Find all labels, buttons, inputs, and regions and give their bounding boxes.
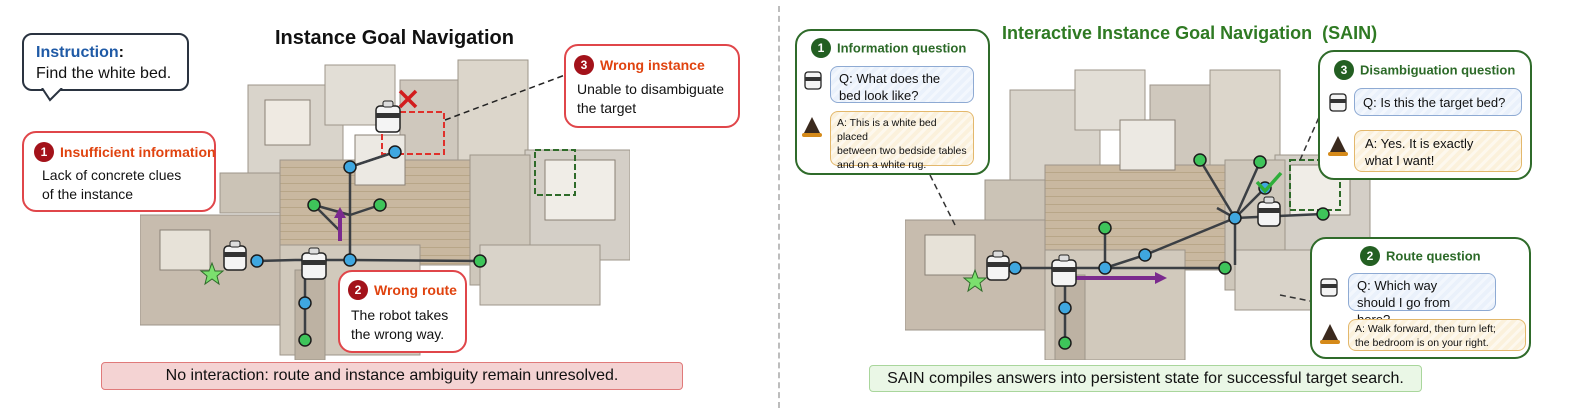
question-line: bed look like? <box>839 88 919 103</box>
answer-line: A: Yes. It is exactly <box>1365 136 1474 151</box>
callout-information-question: 1 Information question Q: What does the b… <box>795 29 990 175</box>
answer-line: what I want! <box>1365 153 1435 168</box>
right-title: Interactive Instance Goal Navigation (SA… <box>1002 23 1378 43</box>
answer-line: A: This is a white bed placed <box>837 117 937 143</box>
question-bubble: Q: Is this the target bed? <box>1354 88 1522 116</box>
panel-divider <box>778 6 780 408</box>
callout-body-line: The robot takes <box>351 307 449 323</box>
question-line: Q: What does the <box>839 71 941 86</box>
callout-number: 3 <box>574 55 594 75</box>
question-bubble: Q: What does the bed look like? <box>830 66 974 103</box>
oracle-wizard-icon-band <box>802 133 822 137</box>
right-summary-banner: SAIN compiles answers into persistent st… <box>869 365 1422 392</box>
oracle-wizard-icon-band <box>1320 340 1340 344</box>
callout-title: Insufficient information <box>60 144 216 160</box>
callout-body-line: Lack of concrete clues <box>42 167 182 183</box>
callout-body-line: the target <box>577 100 637 116</box>
instruction-label: Instruction <box>36 44 119 61</box>
instruction-bubble-tail <box>41 88 63 102</box>
instruction-text: Find the white bed. <box>36 65 172 82</box>
robot-icon <box>301 247 327 280</box>
oracle-wizard-icon <box>1329 136 1347 154</box>
callout-title: Information question <box>837 40 967 56</box>
question-line: Q: Is this the target bed? <box>1363 95 1506 110</box>
oracle-wizard-icon-band <box>1328 152 1348 156</box>
question-bubble: Q: Which way should I go from here? <box>1348 273 1496 327</box>
left-title: Instance Goal Navigation <box>275 27 514 49</box>
callout-wrong-instance: 3 Wrong instance Unable to disambiguate t… <box>564 44 740 128</box>
answer-line: A: Walk forward, then turn left; <box>1355 323 1496 335</box>
callout-disambiguation-question: 3 Disambiguation question Q: Is this the … <box>1318 50 1532 180</box>
answer-bubble: A: Walk forward, then turn left; the bed… <box>1348 319 1526 351</box>
answer-bubble: A: Yes. It is exactly what I want! <box>1354 130 1522 172</box>
instruction-bubble: Instruction: Find the white bed. <box>22 33 189 91</box>
callout-body-line: Unable to disambiguate <box>577 81 725 97</box>
answer-line: the bedroom is on your right. <box>1355 337 1489 349</box>
oracle-wizard-icon <box>1321 324 1339 342</box>
callout-body-line: the wrong way. <box>351 326 445 342</box>
callout-wrong-route: 2 Wrong route The robot takes the wrong w… <box>338 270 467 353</box>
question-line: Q: Which way <box>1357 278 1438 293</box>
callout-number: 3 <box>1334 60 1354 80</box>
callout-number: 2 <box>1360 246 1380 266</box>
callout-number: 2 <box>348 280 368 300</box>
answer-line: between two bedside tables <box>837 145 967 157</box>
callout-title: Route question <box>1386 248 1481 264</box>
answer-line: and on a white rug. <box>837 159 927 171</box>
oracle-wizard-icon <box>803 117 821 135</box>
left-summary-banner: No interaction: route and instance ambig… <box>101 362 683 390</box>
robot-icon <box>375 100 401 133</box>
answer-bubble: A: This is a white bed placed between tw… <box>830 111 974 171</box>
robot-icon <box>804 71 822 90</box>
callout-title: Wrong instance <box>600 57 705 73</box>
robot-icon <box>1329 93 1347 112</box>
callout-insufficient-information: 1 Insufficient information Lack of concre… <box>22 131 216 212</box>
robot-icon <box>1320 278 1338 297</box>
callout-title: Disambiguation question <box>1360 62 1516 78</box>
robot-icon <box>223 240 247 271</box>
callout-body-line: of the instance <box>42 186 134 202</box>
callout-number: 1 <box>811 38 831 58</box>
robot-icon <box>986 250 1010 281</box>
instruction-colon: : <box>118 44 124 61</box>
robot-icon <box>1051 254 1077 287</box>
callout-number: 1 <box>34 142 54 162</box>
callout-route-question: 2 Route question Q: Which way should I go… <box>1310 237 1531 359</box>
callout-title: Wrong route <box>374 282 457 298</box>
robot-icon <box>1257 196 1281 227</box>
